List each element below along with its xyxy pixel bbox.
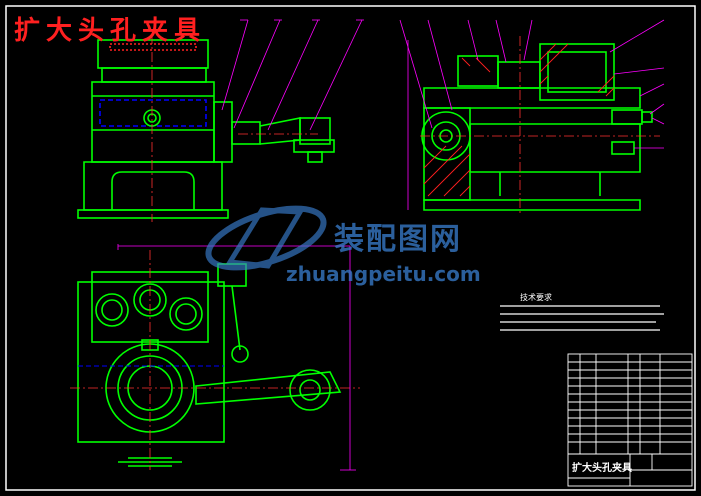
- side-view-hatching: [423, 43, 615, 197]
- top-view: [70, 250, 360, 470]
- front-view: [77, 34, 335, 222]
- tech-requirements-title: 技术要求: [520, 293, 552, 302]
- side-view: [407, 36, 660, 214]
- tech-requirements-notes: [500, 305, 664, 331]
- sheet-border: [5, 5, 696, 491]
- side-view-leaders: [399, 19, 665, 149]
- title-block: [567, 353, 693, 487]
- watermark-brand-text: 装配图网: [334, 222, 462, 257]
- title-block-name: 扩大头孔夹具: [572, 463, 632, 474]
- drawing-title: 扩大头孔夹具: [14, 16, 207, 46]
- top-view-dimensions: [117, 244, 356, 471]
- watermark-url-text: zhuangpeitu.com: [286, 262, 481, 286]
- front-view-leaders: [221, 19, 364, 131]
- watermark-logo: [205, 205, 327, 271]
